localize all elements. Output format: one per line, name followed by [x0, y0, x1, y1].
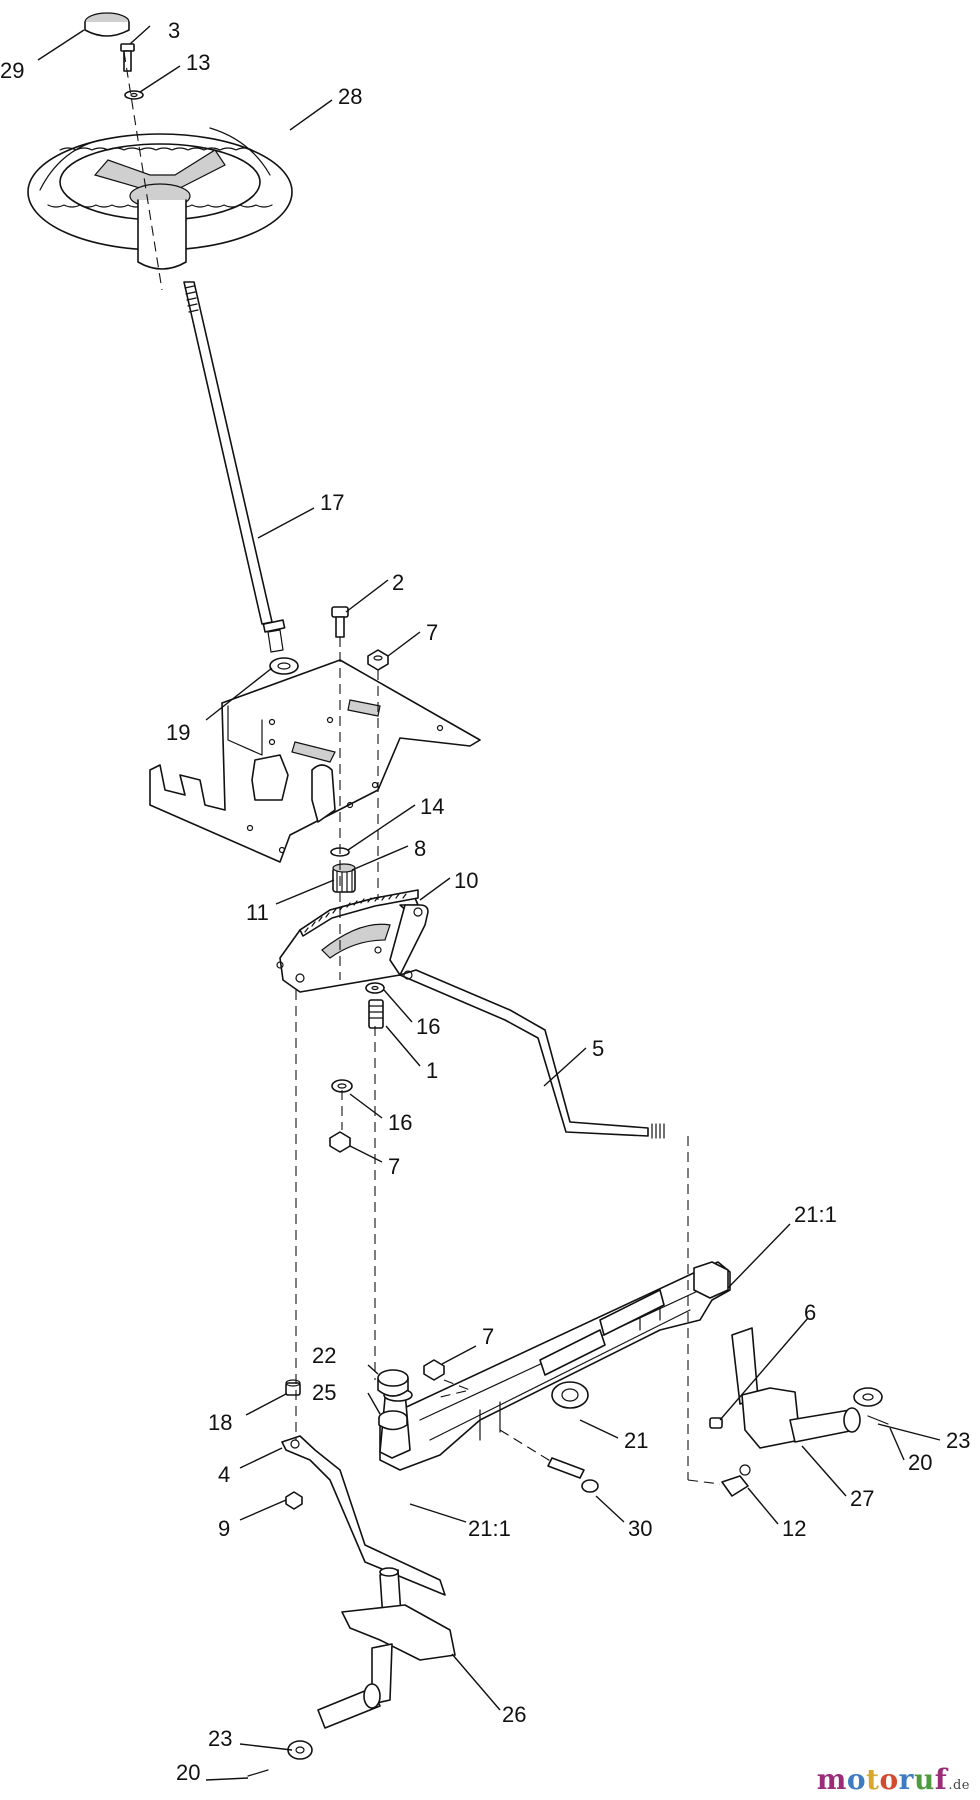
- callout-11: 11: [246, 900, 269, 925]
- watermark-letter: r: [898, 1763, 914, 1796]
- front-axle-part: [379, 1261, 731, 1471]
- bushing-22-part: [377, 1369, 409, 1397]
- watermark-letter: f: [934, 1763, 948, 1796]
- callout-7-middle: 7: [388, 1154, 400, 1179]
- callout-5: 5: [592, 1036, 604, 1061]
- right-spindle-part: [731, 1327, 861, 1449]
- nut-9-part: [285, 1491, 303, 1510]
- watermark-letter: u: [913, 1763, 935, 1796]
- callout-26: 26: [502, 1702, 526, 1727]
- callout-10: 10: [454, 868, 478, 893]
- alignment-lines: [123, 51, 721, 1485]
- steering-gear-part: [276, 889, 429, 993]
- callout-22: 22: [312, 1343, 336, 1368]
- watermark-letter: o: [846, 1763, 867, 1796]
- nut-7-middle-part: [329, 1131, 351, 1153]
- steering-shaft-part: [183, 281, 286, 653]
- left-spindle-part: [317, 1567, 456, 1729]
- steering-arm-part: [281, 1435, 446, 1596]
- pivot-pin-part: [547, 1457, 599, 1493]
- right-washer-part: [853, 1387, 883, 1407]
- callout-17: 17: [320, 490, 344, 515]
- locknut-7-upper-part: [367, 649, 389, 671]
- steering-support-plate-part: [149, 659, 481, 863]
- callout-13: 13: [186, 50, 210, 75]
- callout-9: 9: [218, 1516, 230, 1541]
- callout-21: 21: [624, 1428, 648, 1453]
- callout-23-right: 23: [946, 1428, 970, 1453]
- callout-labels: 29 3 13 28 17 2 7 19 14 8 11 10 16 1 5 1…: [0, 18, 970, 1785]
- steering-wheel-part: [27, 127, 293, 270]
- bolt-2-part: [331, 606, 349, 638]
- callout-16-upper: 16: [416, 1014, 440, 1039]
- callout-20-left: 20: [176, 1760, 200, 1785]
- callout-16-lower: 16: [388, 1110, 412, 1135]
- tie-rod-end-part: [721, 1464, 751, 1497]
- callout-1: 1: [426, 1058, 438, 1083]
- bolt-1-part: [368, 999, 384, 1029]
- left-cotter-pin-part: [247, 1769, 269, 1777]
- cap-bolt-part: [120, 43, 135, 72]
- callout-21-1-lower: 21:1: [468, 1516, 511, 1541]
- watermark-letter: m: [816, 1763, 847, 1796]
- spacer-16-upper-part: [365, 982, 385, 994]
- watermark-letter: t: [866, 1763, 880, 1796]
- washer-part: [124, 90, 144, 100]
- spacer-16-lower-part: [331, 1079, 353, 1093]
- callout-30: 30: [628, 1516, 652, 1541]
- leader-lines: [37, 25, 941, 1781]
- callout-27: 27: [850, 1486, 874, 1511]
- callout-7-lower: 7: [482, 1324, 494, 1349]
- callout-18: 18: [208, 1410, 232, 1435]
- callout-25: 25: [312, 1380, 336, 1405]
- callout-29: 29: [0, 58, 24, 83]
- watermark-letter: o: [879, 1763, 899, 1796]
- right-cotter-pin-part: [867, 1415, 889, 1425]
- watermark-logo: motoruf.de: [817, 1766, 970, 1794]
- callout-7-top: 7: [426, 620, 438, 645]
- shaft-bushing-part: [269, 657, 299, 675]
- callout-4: 4: [218, 1462, 230, 1487]
- callout-20-right: 20: [908, 1450, 932, 1475]
- callout-2: 2: [392, 570, 404, 595]
- bushing-25-part: [378, 1410, 408, 1431]
- nut-7-lower-part: [423, 1359, 445, 1381]
- callout-21-1-upper: 21:1: [794, 1202, 837, 1227]
- callout-8: 8: [414, 836, 426, 861]
- drag-link-part: [399, 969, 665, 1139]
- pinion-gear-part: [332, 863, 356, 893]
- callout-19: 19: [166, 720, 190, 745]
- callout-3: 3: [168, 18, 180, 43]
- callout-28: 28: [338, 84, 362, 109]
- callout-6: 6: [804, 1300, 816, 1325]
- callout-23-left: 23: [208, 1726, 232, 1751]
- watermark-tld: .de: [948, 1778, 970, 1793]
- steering-cap-part: [84, 12, 130, 37]
- bolt-6-part: [709, 1417, 723, 1429]
- callout-14: 14: [420, 794, 444, 819]
- callout-12: 12: [782, 1516, 806, 1541]
- bushing-18-part: [285, 1379, 301, 1396]
